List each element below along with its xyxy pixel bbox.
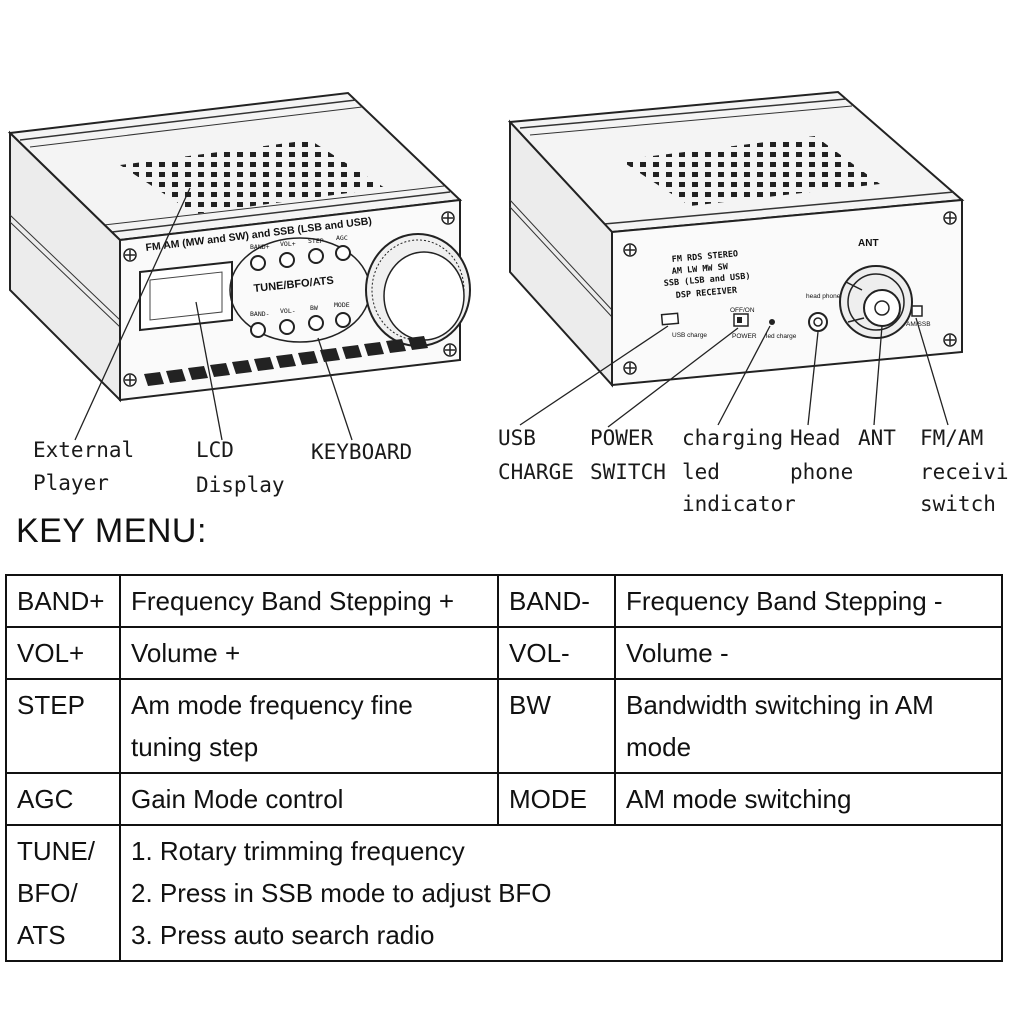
key-cell: MODE [497,772,616,826]
key-cell: VOL+ [5,626,121,680]
callout-charging-line-3: indicator [682,492,796,515]
charging-led [769,319,775,325]
mode-button[interactable] [335,312,351,328]
front-view-device: FM AM (MW and SW) and SSB (LSB and USB) … [7,91,471,441]
power-small-top: OFF/ON [730,307,755,314]
ant-panel-label: ANT [858,238,879,249]
led-small-label: led charge [766,333,797,340]
desc-cell: Volume - [614,626,1003,680]
device-drawings: FM AM (MW and SW) and SSB (LSB and USB) … [7,90,1010,515]
key-menu-table: BAND+ Frequency Band Stepping + BAND- Fr… [5,574,1003,962]
btn-label-bw: BW [310,304,318,312]
desc-cell: AM mode switching [614,772,1003,826]
table-row: VOL+ Volume + VOL- Volume - [5,626,1003,680]
tune-key-line: ATS [17,920,66,950]
key-cell: BAND+ [5,574,121,628]
callout-lcd-line-2: Display [196,473,285,497]
btn-label-band-plus: BAND+ [250,243,270,251]
bw-button[interactable] [308,315,324,331]
callout-fmam-line-2: receiving [920,460,1010,484]
btn-label-vol-minus: VOL- [280,307,296,315]
rear-view-device: FM RDS STEREO AM LW MW SW SSB (LSB and U… [507,90,965,428]
tuning-knob[interactable] [365,233,471,347]
callout-usb-line-2: CHARGE [498,460,574,484]
desc-cell: Frequency Band Stepping + [119,574,499,628]
tune-key-line: BFO/ [17,878,78,908]
btn-label-step: STEP [308,237,324,245]
callout-power-line-1: POWER [590,426,654,450]
band-plus-button[interactable] [250,255,266,271]
btn-label-mode: MODE [334,301,350,309]
band-minus-button[interactable] [250,322,266,338]
front-leader-lines [74,187,353,441]
power-small-bottom: POWER [732,333,757,340]
btn-label-band-minus: BAND- [250,310,270,318]
callout-head-line-1: Head [790,426,841,450]
rear-leader-lines [519,317,949,428]
callout-ant: ANT [858,426,896,450]
am-ssb-switch[interactable] [911,305,923,317]
desc-cell: Am mode frequency fine tuning step [119,678,499,774]
step-button[interactable] [308,248,324,264]
usb-small-label: USB charge [672,332,707,339]
vol-plus-button[interactable] [279,252,295,268]
tune-desc-line: 3. Press auto search radio [131,920,435,950]
callout-usb-line-1: USB [498,426,536,450]
front-vent-slots [144,336,428,386]
callout-fmam-line-3: switch [920,492,996,515]
tune-desc-line: 2. Press in SSB mode to adjust BFO [131,878,552,908]
key-cell-tune: TUNE/ BFO/ ATS [5,824,121,962]
table-row: AGC Gain Mode control MODE AM mode switc… [5,772,1003,826]
key-cell: AGC [5,772,121,826]
desc-cell: Gain Mode control [119,772,499,826]
key-cell: STEP [5,678,121,774]
desc-cell: Bandwidth switching in AM mode [614,678,1003,774]
rear-speaker-grille [620,136,880,206]
usb-port[interactable] [660,312,680,326]
table-row: STEP Am mode frequency fine tuning step … [5,678,1003,774]
callout-charging-line-2: led [682,460,720,484]
callout-external-line-1: External [33,438,134,462]
desc-cell: Volume + [119,626,499,680]
key-menu-title: KEY MENU: [16,512,207,550]
desc-cell-tune: 1. Rotary trimming frequency 2. Press in… [119,824,1003,962]
key-cell: BAND- [497,574,616,628]
antenna-connector[interactable] [839,265,913,339]
key-cell: VOL- [497,626,616,680]
callout-keyboard: KEYBOARD [311,440,412,464]
callout-power-line-2: SWITCH [590,460,666,484]
tune-key-line: TUNE/ [17,836,95,866]
callout-external-line-2: Player [33,471,109,495]
table-row: TUNE/ BFO/ ATS 1. Rotary trimming freque… [5,824,1003,962]
desc-cell: Frequency Band Stepping - [614,574,1003,628]
btn-label-agc: AGC [336,234,348,242]
headphone-small-label: head phone [806,293,841,300]
table-row: BAND+ Frequency Band Stepping + BAND- Fr… [5,574,1003,628]
agc-button[interactable] [335,245,351,261]
callout-charging-line-1: charging [682,426,783,450]
tune-desc-line: 1. Rotary trimming frequency [131,836,465,866]
callout-labels: External Player LCD Display KEYBOARD USB… [33,426,1010,515]
vol-minus-button[interactable] [279,319,295,335]
callout-fmam-line-1: FM/AM [920,426,983,450]
callout-head-line-2: phone [790,460,853,484]
callout-lcd-line-1: LCD [196,438,234,462]
key-cell: BW [497,678,616,774]
rear-panel-line-2: AM LW MW SW [671,262,729,277]
btn-label-vol-plus: VOL+ [280,240,296,248]
